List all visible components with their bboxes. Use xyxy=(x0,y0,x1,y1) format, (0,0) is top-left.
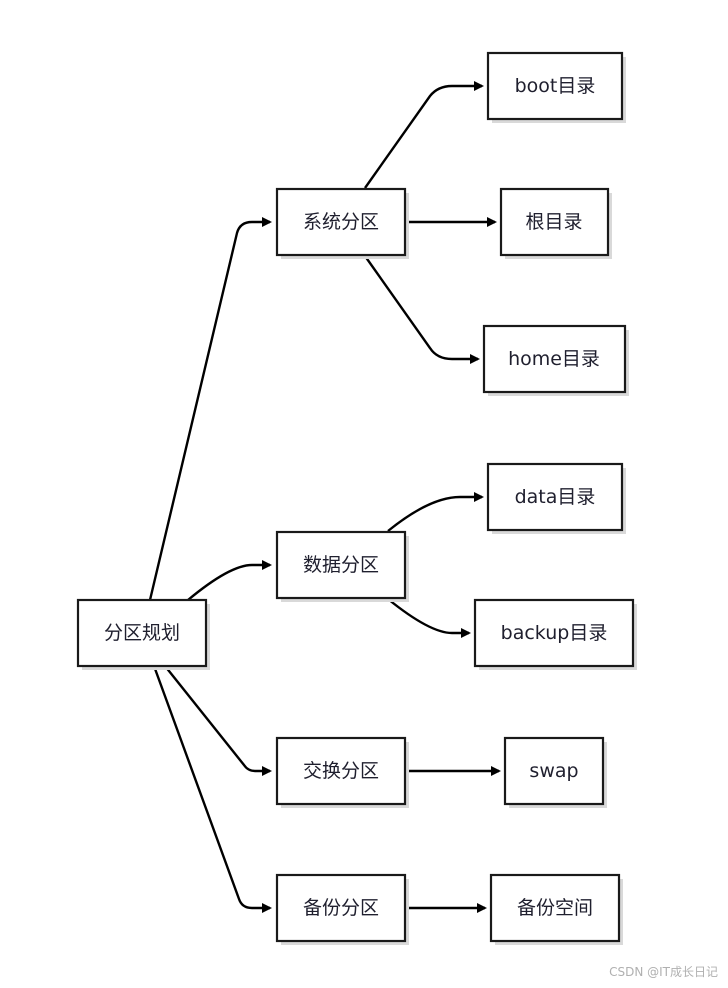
node-backup-partition-label: 备份分区 xyxy=(303,897,379,919)
node-data-dir-label: data目录 xyxy=(515,486,596,508)
node-backup-dir: backup目录 xyxy=(473,598,637,670)
edge-data-backupdir xyxy=(387,598,471,638)
edge-data-datadir xyxy=(387,492,484,532)
watermark: CSDN @IT成长日记 xyxy=(609,965,718,979)
node-boot-dir: boot目录 xyxy=(486,51,626,123)
node-root: 分区规划 xyxy=(76,598,210,670)
node-data-partition-label: 数据分区 xyxy=(303,554,379,576)
node-swap-label: swap xyxy=(529,760,578,782)
edge-root-backup xyxy=(152,665,272,913)
node-system-partition-label: 系统分区 xyxy=(303,211,379,233)
edge-root-system xyxy=(148,217,272,601)
edge-system-home xyxy=(364,255,480,364)
node-backup-dir-label: backup目录 xyxy=(501,622,608,644)
edge-system-boot xyxy=(364,81,484,189)
node-home-dir-label: home目录 xyxy=(508,348,600,370)
node-root-dir-label: 根目录 xyxy=(525,211,582,233)
node-data-dir: data目录 xyxy=(486,462,626,534)
edge-root-swap xyxy=(164,665,272,776)
node-backup-space-label: 备份空间 xyxy=(517,897,593,919)
node-swap-partition: 交换分区 xyxy=(275,736,409,808)
node-backup-partition: 备份分区 xyxy=(275,873,409,945)
node-swap: swap xyxy=(503,736,607,808)
node-swap-partition-label: 交换分区 xyxy=(303,760,379,782)
node-data-partition: 数据分区 xyxy=(275,530,409,602)
node-boot-dir-label: boot目录 xyxy=(515,75,596,97)
node-backup-space: 备份空间 xyxy=(489,873,623,945)
node-root-label: 分区规划 xyxy=(104,622,180,644)
node-root-dir: 根目录 xyxy=(499,187,612,259)
node-system-partition: 系统分区 xyxy=(275,187,409,259)
node-home-dir: home目录 xyxy=(482,324,629,396)
edge-root-data xyxy=(187,560,272,601)
